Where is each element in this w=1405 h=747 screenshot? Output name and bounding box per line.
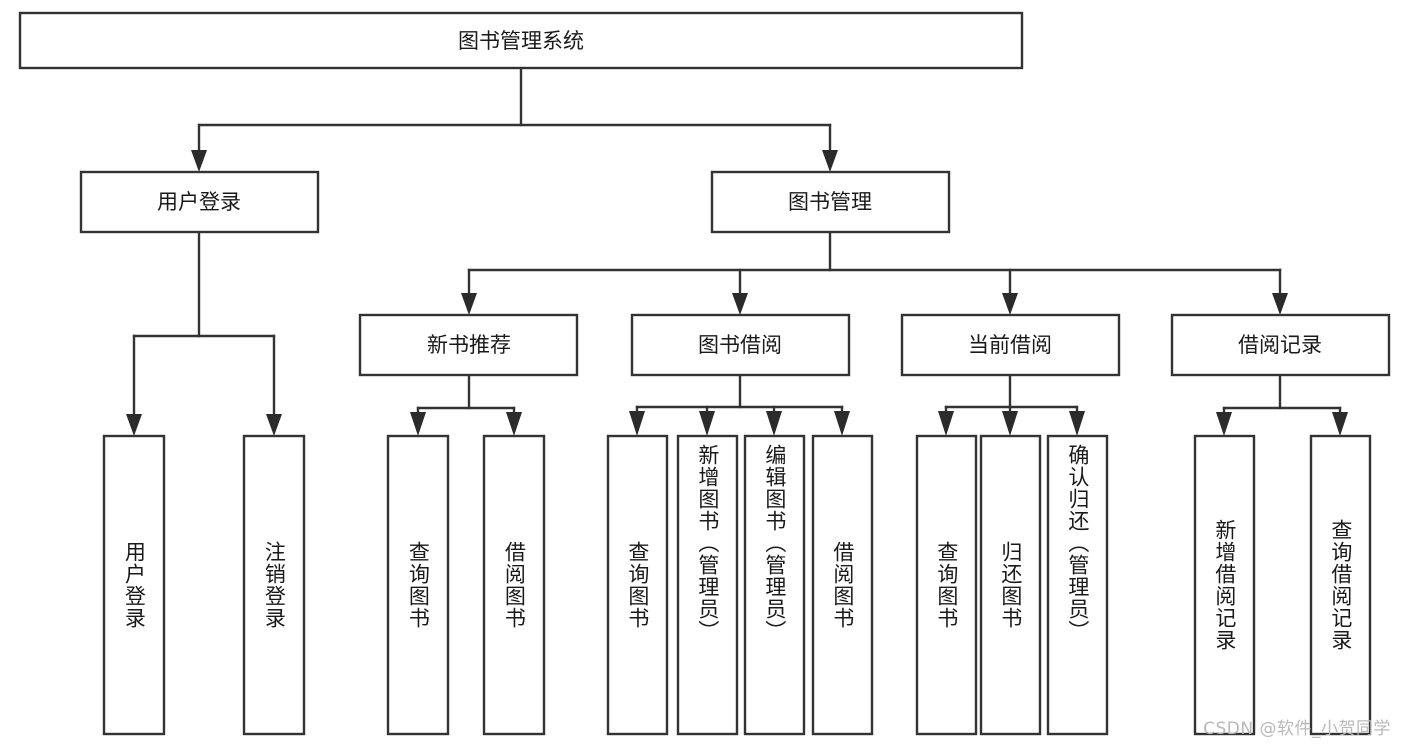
arrow-head-icon [629,411,645,436]
arrow-head-icon [126,414,142,436]
arrow-head-icon [1002,411,1018,436]
node-box-rect-leaf-user-login[interactable] [102,434,166,736]
arrow-head-icon [1332,412,1348,436]
node-borrow-record[interactable]: 借阅记录 [1170,313,1391,377]
node-box-rect-leaf-query-record[interactable] [1309,434,1372,736]
node-label: 用户登录 [157,190,241,214]
node-root-book-management-system[interactable]: 图书管理系统 [18,11,1024,70]
node-box-rect-leaf-edit-book[interactable] [743,434,806,736]
node-new-book-recommend[interactable]: 新书推荐 [358,313,579,377]
arrow-head-icon [1069,411,1085,436]
arrow-head-icon [766,411,782,436]
node-label: 图书管理系统 [458,29,584,53]
arrow-head-icon [461,293,477,315]
node-box-rect-leaf-borrow-book-1[interactable] [482,434,546,736]
node-label: 当前借阅 [968,333,1052,357]
node-box-rect [18,11,1024,70]
node-box-rect [1170,313,1391,377]
arrow-head-icon [1272,293,1288,315]
arrow-head-icon [822,150,838,172]
node-box-rect-leaf-add-book[interactable] [676,434,739,736]
arrow-head-icon [699,411,715,436]
node-box-rect [79,170,320,234]
node-user-login[interactable]: 用户登录 [79,170,320,234]
node-box-rect-leaf-add-record[interactable] [1193,434,1256,736]
connector-bookmgmt-to-level3 [461,230,1288,315]
arrow-head-icon [410,412,426,436]
connector-record-to-leaves [1216,373,1348,436]
node-book-borrow[interactable]: 图书借阅 [630,313,851,377]
node-box-rect-leaf-logout[interactable] [242,434,306,736]
arrow-head-icon [1002,293,1018,315]
node-label: 新书推荐 [427,333,511,357]
node-box-rect [710,170,951,234]
connector-userlogin-to-leaves [126,230,282,436]
node-box-rect-leaf-confirm-return[interactable] [1046,434,1109,736]
node-box-rect [358,313,579,377]
connector-borrow-to-leaves [629,373,850,436]
node-box-rect-leaf-borrow-book-2[interactable] [811,434,874,736]
node-label: 图书借阅 [698,333,782,357]
node-label: 图书管理 [788,190,872,214]
node-box-rect-leaf-return-book[interactable] [979,434,1042,736]
node-label: 借阅记录 [1238,333,1322,357]
node-box-rect-leaf-query-book-2[interactable] [606,434,669,736]
node-box-rect [900,313,1121,377]
arrow-head-icon [506,412,522,436]
node-current-borrow[interactable]: 当前借阅 [900,313,1121,377]
connector-newbook-to-leaves [410,373,522,436]
connector-root-to-level2 [191,66,838,172]
arrow-head-icon [1216,412,1232,436]
connector-current-to-leaves [938,373,1085,436]
arrow-head-icon [191,150,207,172]
node-box-rect-leaf-query-book-1[interactable] [386,434,450,736]
arrow-head-icon [938,411,954,436]
node-book-management[interactable]: 图书管理 [710,170,951,234]
arrow-head-icon [732,293,748,315]
arrow-head-icon [266,414,282,436]
arrow-head-icon [834,411,850,436]
node-box-rect-leaf-query-book-3[interactable] [915,434,978,736]
csdn-watermark: CSDN @软件_小贺同学 [1203,719,1391,739]
node-box-rect [630,313,851,377]
